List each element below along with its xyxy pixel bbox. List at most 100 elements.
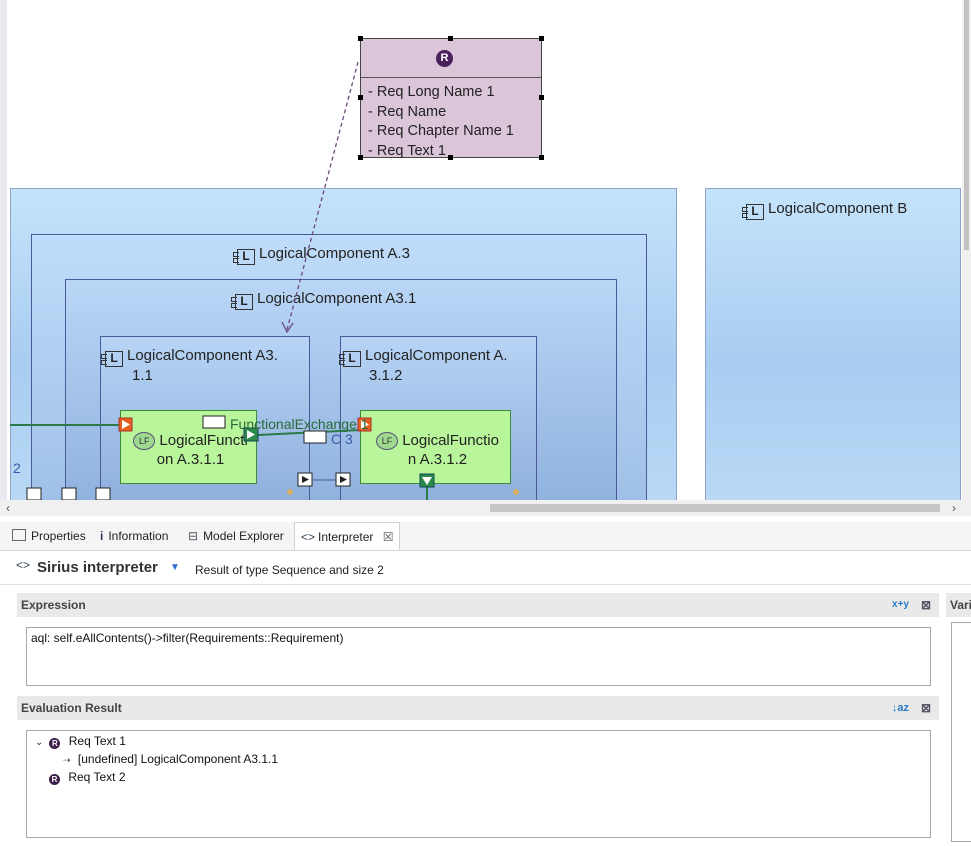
chevron-down-icon[interactable]: ▼ — [170, 562, 180, 573]
logical-component-icon: L — [101, 351, 123, 367]
tab-information[interactable]: i Information — [100, 522, 168, 550]
selection-handle[interactable] — [448, 36, 453, 41]
port-arrow — [122, 420, 130, 429]
tab-model-explorer[interactable]: ⊟ Model Explorer — [188, 522, 284, 550]
lc-a311-label-line1: LogicalComponent A3. — [127, 347, 278, 364]
lf2-label-line1: LogicalFunctio — [402, 432, 499, 449]
port-arrow — [302, 476, 309, 483]
scroll-left-icon[interactable]: ‹ — [6, 501, 10, 515]
requirement-attributes: - Req Long Name 1 - Req Name - Req Chapt… — [368, 83, 514, 161]
selection-handle[interactable] — [448, 155, 453, 160]
tree-item[interactable]: R Req Text 2 — [49, 769, 126, 785]
logical-function-icon: LF — [376, 432, 399, 451]
lf1-label-line2: on A.3.1.1 — [156, 451, 225, 469]
variables-panel[interactable] — [951, 622, 971, 842]
evaluation-result-header: Evaluation Result ↓az ⊠ — [17, 696, 939, 720]
selection-handle[interactable] — [358, 155, 363, 160]
component-port[interactable] — [61, 487, 77, 500]
req-name: - Req Name — [368, 103, 447, 120]
divider — [0, 584, 971, 585]
logical-function-icon: LF — [133, 432, 156, 451]
component-port[interactable] — [95, 487, 111, 500]
expression-text: aql: self.eAllContents()->filter(Require… — [31, 631, 344, 645]
info-icon: i — [100, 529, 104, 543]
selection-handle[interactable] — [539, 155, 544, 160]
evaluation-result-tree[interactable]: ⌄R Req Text 1 ⇢ [undefined] LogicalCompo… — [26, 730, 931, 838]
logical-component-icon: L — [233, 249, 255, 265]
expression-header-label: Expression — [21, 598, 86, 612]
tab-properties[interactable]: Properties — [12, 522, 86, 550]
functional-exchange-label[interactable]: FunctionalExchange 1 — [230, 416, 369, 432]
requirement-icon: R — [49, 738, 61, 749]
actor-icon — [513, 489, 519, 495]
port-arrow — [340, 476, 347, 483]
evaluation-result-label: Evaluation Result — [21, 701, 122, 715]
tab-properties-label: Properties — [31, 529, 86, 543]
close-icon[interactable]: ☒ — [382, 530, 394, 544]
logical-component-icon: L — [231, 294, 253, 310]
exchange-item-icon — [303, 430, 327, 444]
port-arrow — [247, 430, 255, 439]
exchange-item-icon — [202, 415, 226, 429]
logical-component-icon: L — [339, 351, 361, 367]
trace-link-icon: ⇢ — [63, 755, 71, 765]
vertical-scrollbar[interactable] — [962, 0, 971, 500]
trace-arrowhead — [281, 321, 294, 334]
lc-a312-label-line1: LogicalComponent A. — [365, 347, 508, 364]
port-arrow — [422, 477, 432, 485]
scroll-right-icon[interactable]: › — [952, 501, 956, 515]
sort-icon[interactable]: ↓az — [891, 702, 909, 714]
clear-expression-icon[interactable]: ⊠ — [920, 598, 931, 612]
diagram-connections — [10, 61, 519, 500]
chevron-down-icon[interactable]: ⌄ — [35, 737, 44, 748]
logical-component-icon: L — [742, 204, 764, 220]
requirement-trace-link[interactable] — [286, 61, 359, 331]
selection-handle[interactable] — [539, 36, 544, 41]
model-explorer-icon: ⊟ — [188, 529, 199, 543]
requirement-node[interactable]: R - Req Long Name 1 - Req Name - Req Cha… — [360, 38, 542, 161]
requirement-header: R — [361, 39, 541, 78]
tree-item[interactable]: ⌄R Req Text 1 — [35, 733, 126, 751]
clear-result-icon[interactable]: ⊠ — [920, 701, 931, 715]
expression-section-header: Expression x+y ⊠ — [17, 593, 939, 617]
lc-a312-label-line2: 3.1.2 — [369, 367, 403, 384]
format-expression-icon[interactable]: x+y — [892, 599, 909, 610]
vertical-scroll-thumb[interactable] — [964, 0, 969, 250]
lf2-label: LF LogicalFunctio n A.3.1.2 — [363, 431, 512, 469]
component-port[interactable] — [26, 487, 42, 500]
selection-handle[interactable] — [358, 95, 363, 100]
selection-handle[interactable] — [358, 36, 363, 41]
tab-model-explorer-label: Model Explorer — [203, 529, 284, 543]
horizontal-scrollbar[interactable]: ‹ › — [0, 500, 971, 516]
port-arrow — [361, 420, 369, 429]
horizontal-scroll-thumb[interactable] — [490, 504, 940, 512]
tree-item-label: Req Text 2 — [68, 770, 126, 784]
tab-interpreter[interactable]: <>Interpreter ☒ — [294, 522, 401, 550]
tree-item[interactable]: ⇢ [undefined] LogicalComponent A3.1.1 — [63, 751, 278, 768]
selection-handle[interactable] — [539, 95, 544, 100]
interpreter-title-icon: <> — [16, 558, 31, 572]
lf2-label-line2: n A.3.1.2 — [407, 451, 468, 469]
actor-icon — [287, 489, 293, 495]
logical-function-a312[interactable]: LF LogicalFunctio n A.3.1.2 — [360, 410, 511, 484]
lc-b-label: LogicalComponent B — [768, 200, 908, 217]
lf1-label: LF LogicalFuncti on A.3.1.1 — [123, 431, 258, 469]
variables-header: Vari — [946, 593, 971, 617]
tab-information-label: Information — [108, 529, 169, 543]
requirement-icon: R — [436, 50, 453, 67]
properties-icon — [12, 529, 26, 541]
tab-interpreter-label: Interpreter — [318, 530, 374, 544]
expression-input[interactable]: aql: self.eAllContents()->filter(Require… — [26, 627, 931, 686]
requirement-icon: R — [49, 774, 60, 785]
component-exchange-label[interactable]: C 3 — [331, 431, 353, 447]
interpreter-title[interactable]: Sirius interpreter — [37, 559, 158, 576]
logical-function-a311[interactable]: LF LogicalFuncti on A.3.1.1 — [120, 410, 257, 484]
lc-a311-label-line2: 1.1 — [132, 367, 153, 384]
